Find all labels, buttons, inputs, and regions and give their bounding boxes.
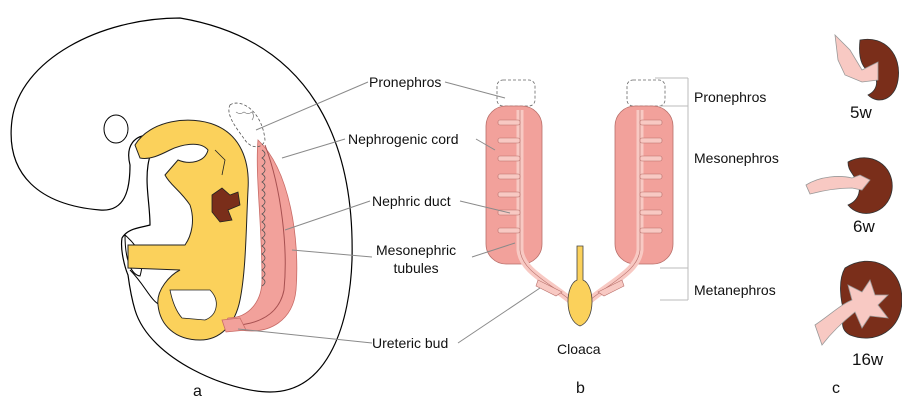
label-stage-16w: 16w: [852, 351, 883, 368]
mesonephric-tubules-text: Mesonephric tubules: [376, 242, 456, 277]
label-nephrogenic-cord: Nephrogenic cord: [348, 132, 459, 146]
eye-shape: [104, 115, 128, 143]
label-ureteric-bud: Ureteric bud: [372, 336, 448, 350]
panel-caption-c: c: [832, 381, 840, 397]
panel-caption-a: a: [193, 384, 202, 400]
label-region-pronephros: Pronephros: [694, 90, 766, 104]
label-nephric-duct: Nephric duct: [372, 194, 451, 208]
label-region-metanephros: Metanephros: [694, 283, 776, 297]
right-mesonephros: [615, 106, 673, 264]
left-mesonephros: [486, 106, 542, 264]
label-stage-5w: 5w: [850, 104, 872, 121]
kidney-stages-panel-c: [806, 35, 902, 345]
label-stage-6w: 6w: [853, 218, 875, 235]
schematic-panel-b: [486, 78, 688, 326]
label-cloaca: Cloaca: [557, 342, 601, 356]
label-region-mesonephros: Mesonephros: [694, 151, 779, 165]
panel-caption-b: b: [576, 381, 585, 397]
label-mesonephric-tubules: Mesonephric tubules: [376, 242, 456, 277]
label-pronephros-a: Pronephros: [369, 75, 441, 89]
cloaca-shape: [568, 246, 592, 326]
